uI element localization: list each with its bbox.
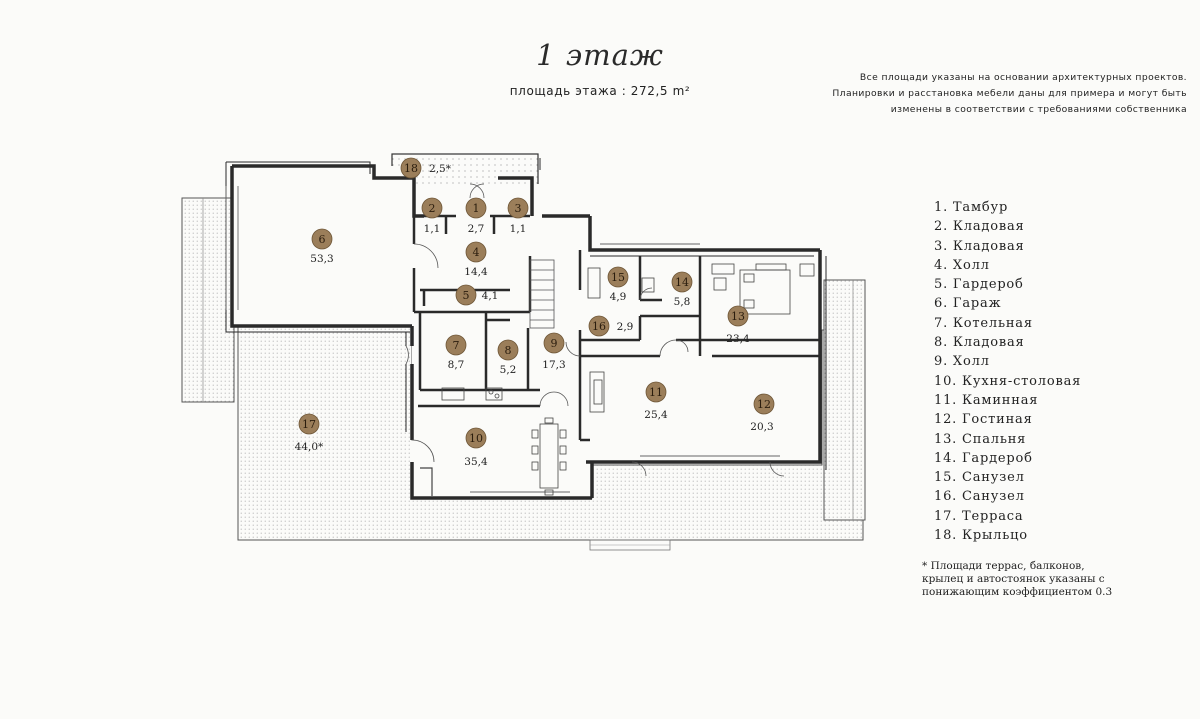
svg-text:17: 17 — [302, 418, 316, 431]
doors — [405, 183, 785, 477]
legend-item: 8. Кладовая — [934, 335, 1025, 351]
svg-text:1,1: 1,1 — [424, 223, 441, 235]
svg-text:4: 4 — [473, 246, 480, 259]
svg-text:17,3: 17,3 — [542, 359, 565, 371]
room-12: 12 20,3 — [750, 393, 775, 433]
legend-item: 13. Спальня — [934, 431, 1027, 447]
svg-text:5,2: 5,2 — [500, 364, 517, 376]
room-1: 1 2,7 — [465, 197, 487, 235]
footnote-line: * Площади террас, балконов, — [922, 560, 1085, 572]
room-9: 9 17,3 — [542, 332, 566, 371]
floor-area: площадь этажа : 272,5 m² — [509, 84, 691, 98]
room-14: 14 5,8 — [671, 271, 693, 308]
legend-item: 10. Кухня-столовая — [934, 373, 1082, 389]
svg-text:14,4: 14,4 — [464, 266, 488, 278]
legend-item: 17. Терраса — [934, 508, 1024, 524]
legend-item: 14. Гардероб — [934, 450, 1033, 466]
room-11: 11 25,4 — [644, 381, 668, 421]
svg-text:53,3: 53,3 — [310, 253, 333, 265]
room-2: 2 1,1 — [421, 197, 443, 235]
svg-text:9: 9 — [551, 337, 558, 350]
svg-text:2,5*: 2,5* — [429, 163, 452, 175]
room-labels: 1 2,7 2 1,1 3 1,1 4 14,4 5 4,1 6 53,3 — [295, 157, 775, 468]
legend-item: 7. Котельная — [934, 315, 1033, 331]
furniture — [420, 263, 815, 496]
svg-text:35,4: 35,4 — [464, 456, 488, 468]
svg-text:1: 1 — [473, 202, 480, 215]
svg-text:2,7: 2,7 — [468, 223, 485, 235]
svg-text:12: 12 — [757, 398, 771, 411]
legend-item: 4. Холл — [934, 257, 990, 273]
room-3: 3 1,1 — [507, 197, 529, 235]
legend-item: 12. Гостиная — [934, 412, 1033, 428]
svg-text:25,4: 25,4 — [644, 409, 668, 421]
room-18: 18 2,5* — [400, 157, 452, 179]
legend-item: 5. Гардероб — [934, 277, 1024, 293]
room-6: 6 53,3 — [310, 228, 334, 265]
legend-item: 11. Каминная — [934, 392, 1039, 408]
svg-text:6: 6 — [319, 233, 326, 246]
svg-text:5: 5 — [463, 289, 470, 302]
room-15: 15 4,9 — [607, 266, 629, 303]
legend-item: 1. Тамбур — [934, 200, 1009, 215]
note-line: изменены в соответствии с требованиями с… — [890, 104, 1187, 115]
svg-text:10: 10 — [469, 432, 483, 445]
partitions — [412, 214, 820, 442]
svg-text:23,4: 23,4 — [726, 333, 750, 345]
svg-text:8: 8 — [505, 344, 512, 357]
svg-text:20,3: 20,3 — [750, 421, 773, 433]
svg-text:2: 2 — [429, 202, 436, 215]
svg-text:13: 13 — [731, 310, 745, 323]
svg-text:5,8: 5,8 — [674, 296, 691, 308]
legend-item: 2. Кладовая — [934, 219, 1025, 235]
legend-item: 18. Крыльцо — [934, 528, 1028, 544]
room-17: 17 44,0* — [295, 413, 324, 453]
legend-item: 15. Санузел — [934, 470, 1025, 486]
walls — [225, 158, 827, 500]
svg-text:4,9: 4,9 — [610, 291, 627, 303]
room-13: 13 23,4 — [726, 305, 750, 345]
svg-text:2,9: 2,9 — [617, 321, 634, 333]
footnote: * Площади террас, балконов, крылец и авт… — [922, 560, 1112, 599]
windows — [225, 186, 780, 493]
legend-item: 6. Гараж — [934, 296, 1002, 312]
svg-text:4,1: 4,1 — [482, 290, 499, 302]
disclaimer-note: Все площади указаны на основании архитек… — [832, 70, 1187, 118]
room-5: 5 4,1 — [455, 284, 499, 306]
room-7: 7 8,7 — [445, 334, 467, 371]
svg-text:44,0*: 44,0* — [295, 441, 324, 453]
note-line: Все площади указаны на основании архитек… — [859, 72, 1187, 83]
terrace — [181, 197, 866, 551]
room-10: 10 35,4 — [464, 427, 488, 468]
legend-item: 9. Холл — [934, 354, 990, 370]
stairs — [529, 259, 555, 329]
note-line: Планировки и расстановка мебели даны для… — [832, 88, 1187, 99]
footnote-line: понижающим коэффициентом 0.3 — [922, 586, 1113, 598]
legend-item: 3. Кладовая — [934, 238, 1025, 254]
room-4: 4 14,4 — [464, 241, 488, 278]
room-legend: 1. Тамбур 2. Кладовая 3. Кладовая 4. Хол… — [934, 198, 1081, 545]
legend-item: 16. Санузел — [934, 489, 1025, 505]
page-title: 1 этаж — [536, 38, 664, 72]
svg-text:15: 15 — [611, 271, 625, 284]
svg-text:18: 18 — [404, 162, 418, 175]
footnote-line: крылец и автостоянок указаны с — [922, 573, 1105, 585]
svg-text:8,7: 8,7 — [448, 359, 465, 371]
svg-text:3: 3 — [515, 202, 522, 215]
svg-text:11: 11 — [649, 386, 663, 399]
room-8: 8 5,2 — [497, 339, 519, 376]
svg-text:14: 14 — [675, 276, 689, 289]
svg-text:7: 7 — [453, 339, 460, 352]
svg-text:16: 16 — [592, 320, 606, 333]
svg-text:1,1: 1,1 — [510, 223, 527, 235]
room-16: 16 2,9 — [588, 315, 634, 337]
